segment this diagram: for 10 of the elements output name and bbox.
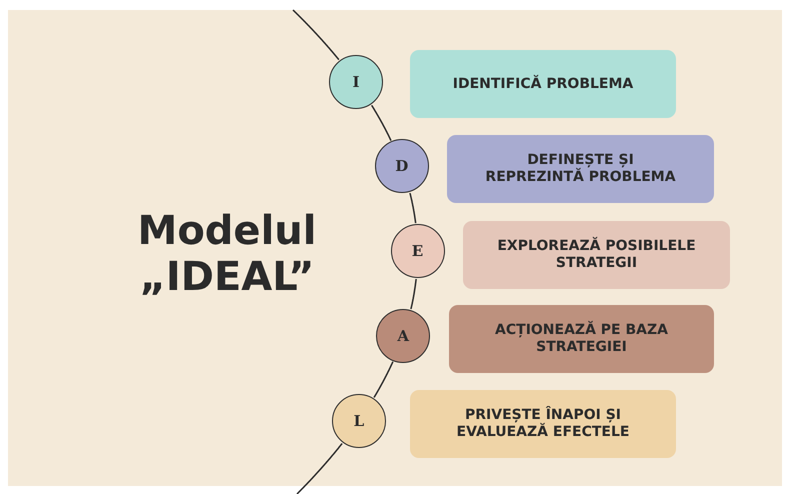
step-box: ACȚIONEAZĂ PE BAZA STRATEGIEI	[449, 305, 714, 373]
title: Modelul „IDEAL”	[136, 208, 318, 300]
step-box: IDENTIFICĂ PROBLEMA	[410, 50, 676, 118]
step-box: PRIVEȘTE ÎNAPOI ȘI EVALUEAZĂ EFECTELE	[410, 390, 676, 458]
arc-line	[409, 192, 416, 224]
arc-line	[370, 104, 392, 142]
step-box: EXPLOREAZĂ POSIBILELE STRATEGII	[463, 221, 730, 289]
arc-line	[410, 278, 417, 310]
step-box: DEFINEȘTE ȘI REPREZINTĂ PROBLEMA	[447, 135, 714, 203]
arc-line	[373, 361, 394, 398]
